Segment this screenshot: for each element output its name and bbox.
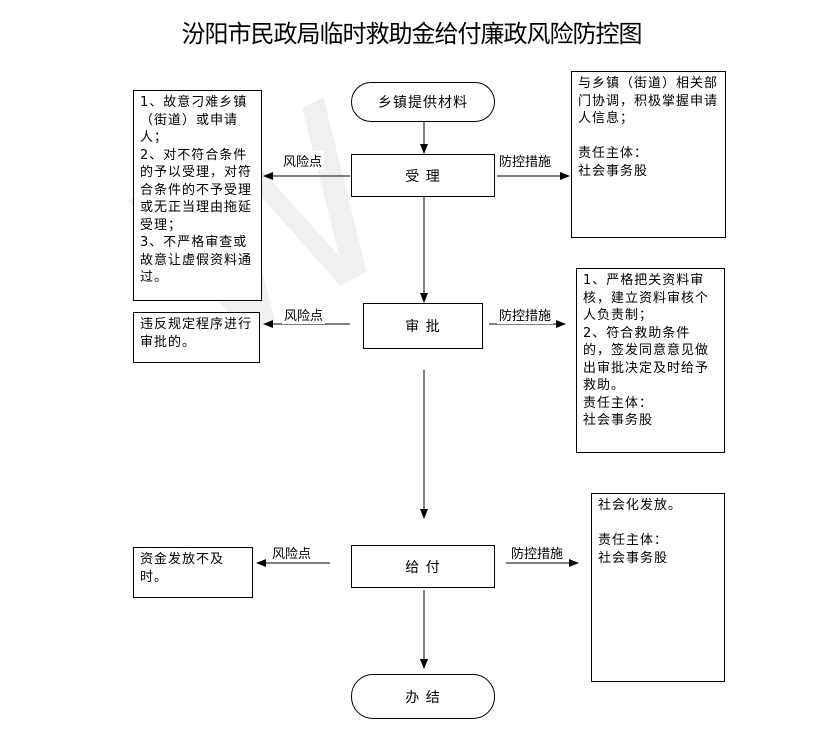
control-box-pay: 社会化发放。 责任主体： 社会事务股 — [591, 493, 725, 682]
step-pay: 给 付 — [351, 545, 495, 588]
risk-label-pay: 风险点 — [270, 543, 314, 562]
step-finish: 办 结 — [351, 674, 495, 719]
risk-label-approve: 风险点 — [282, 305, 326, 324]
risk-box-accept: 1、故意刁难乡镇（街道）或申请人； 2、对不符合条件的予以受理，对符合条件的不予… — [133, 90, 262, 301]
control-box-approve: 1、严格把关资料审核，建立资料审核个人负责制； 2、符合救助条件的，签发同意意见… — [576, 268, 725, 453]
step-approve: 审 批 — [363, 303, 483, 349]
control-label-approve: 防控措施 — [497, 305, 554, 324]
step-accept: 受 理 — [351, 154, 495, 197]
control-label-pay: 防控措施 — [509, 543, 566, 562]
control-label-accept: 防控措施 — [497, 151, 554, 170]
risk-box-approve: 违反规定程序进行审批的。 — [133, 312, 260, 363]
page-title: 汾阳市民政局临时救助金给付廉政风险防控图 — [181, 20, 643, 48]
risk-label-accept: 风险点 — [281, 151, 325, 170]
control-box-accept: 与乡镇（街道）相关部门协调，积极掌握申请人信息； 责任主体： 社会事务股 — [571, 71, 726, 238]
step-start: 乡镇提供材料 — [351, 82, 495, 122]
risk-box-pay: 资金发放不及时。 — [133, 547, 253, 598]
